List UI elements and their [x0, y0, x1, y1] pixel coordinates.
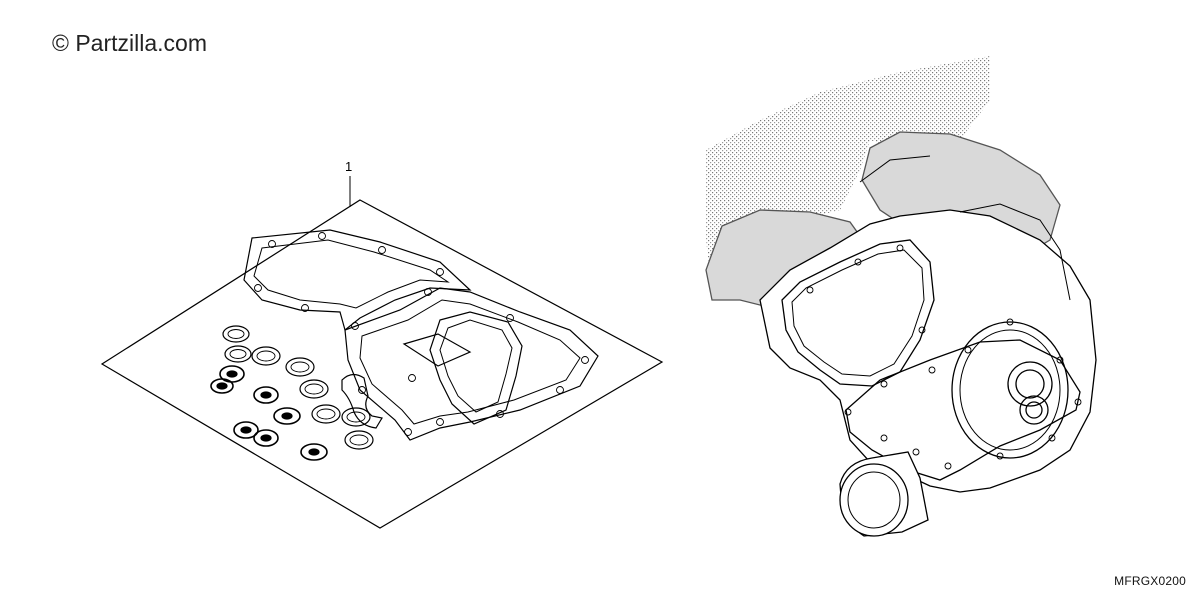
oil-seal	[210, 378, 234, 394]
diagram-code: MFRGX0200	[1114, 574, 1186, 588]
callout-number-1[interactable]: 1	[345, 159, 352, 174]
o-ring	[344, 430, 374, 450]
oil-seal	[253, 386, 279, 404]
o-ring	[285, 357, 315, 377]
case-bolts	[806, 244, 1082, 470]
partzilla-watermark: © Partzilla.com	[52, 30, 207, 56]
oil-seal	[233, 421, 259, 439]
crankcase-gasket-surface	[781, 239, 935, 387]
plate-gasket	[402, 333, 472, 367]
crankcase-body	[759, 209, 1097, 493]
cover-boss-upper	[1007, 361, 1053, 407]
cylinder-head-gasket	[243, 229, 472, 332]
engine-illustration	[705, 56, 1097, 537]
oil-pan-gasket	[429, 311, 523, 425]
crankcase-cover-gasket	[344, 287, 599, 441]
clutch-cover	[951, 321, 1069, 459]
bolt-holes	[254, 232, 589, 436]
oil-seal	[300, 443, 328, 461]
o-ring	[222, 325, 250, 343]
stippled-background	[706, 56, 990, 290]
gasket-kit-group[interactable]: 1	[100, 159, 664, 529]
o-ring	[251, 346, 281, 366]
cover-boss-lower	[1019, 395, 1049, 425]
curved-gasket	[341, 373, 383, 429]
o-ring	[224, 345, 252, 363]
o-ring	[341, 407, 371, 427]
oil-seal	[253, 429, 279, 447]
o-ring	[299, 379, 329, 399]
o-ring	[311, 404, 341, 424]
oil-seal	[273, 407, 301, 425]
o-rings-and-seals	[210, 325, 374, 461]
gasket-sheet-outline	[100, 199, 664, 529]
